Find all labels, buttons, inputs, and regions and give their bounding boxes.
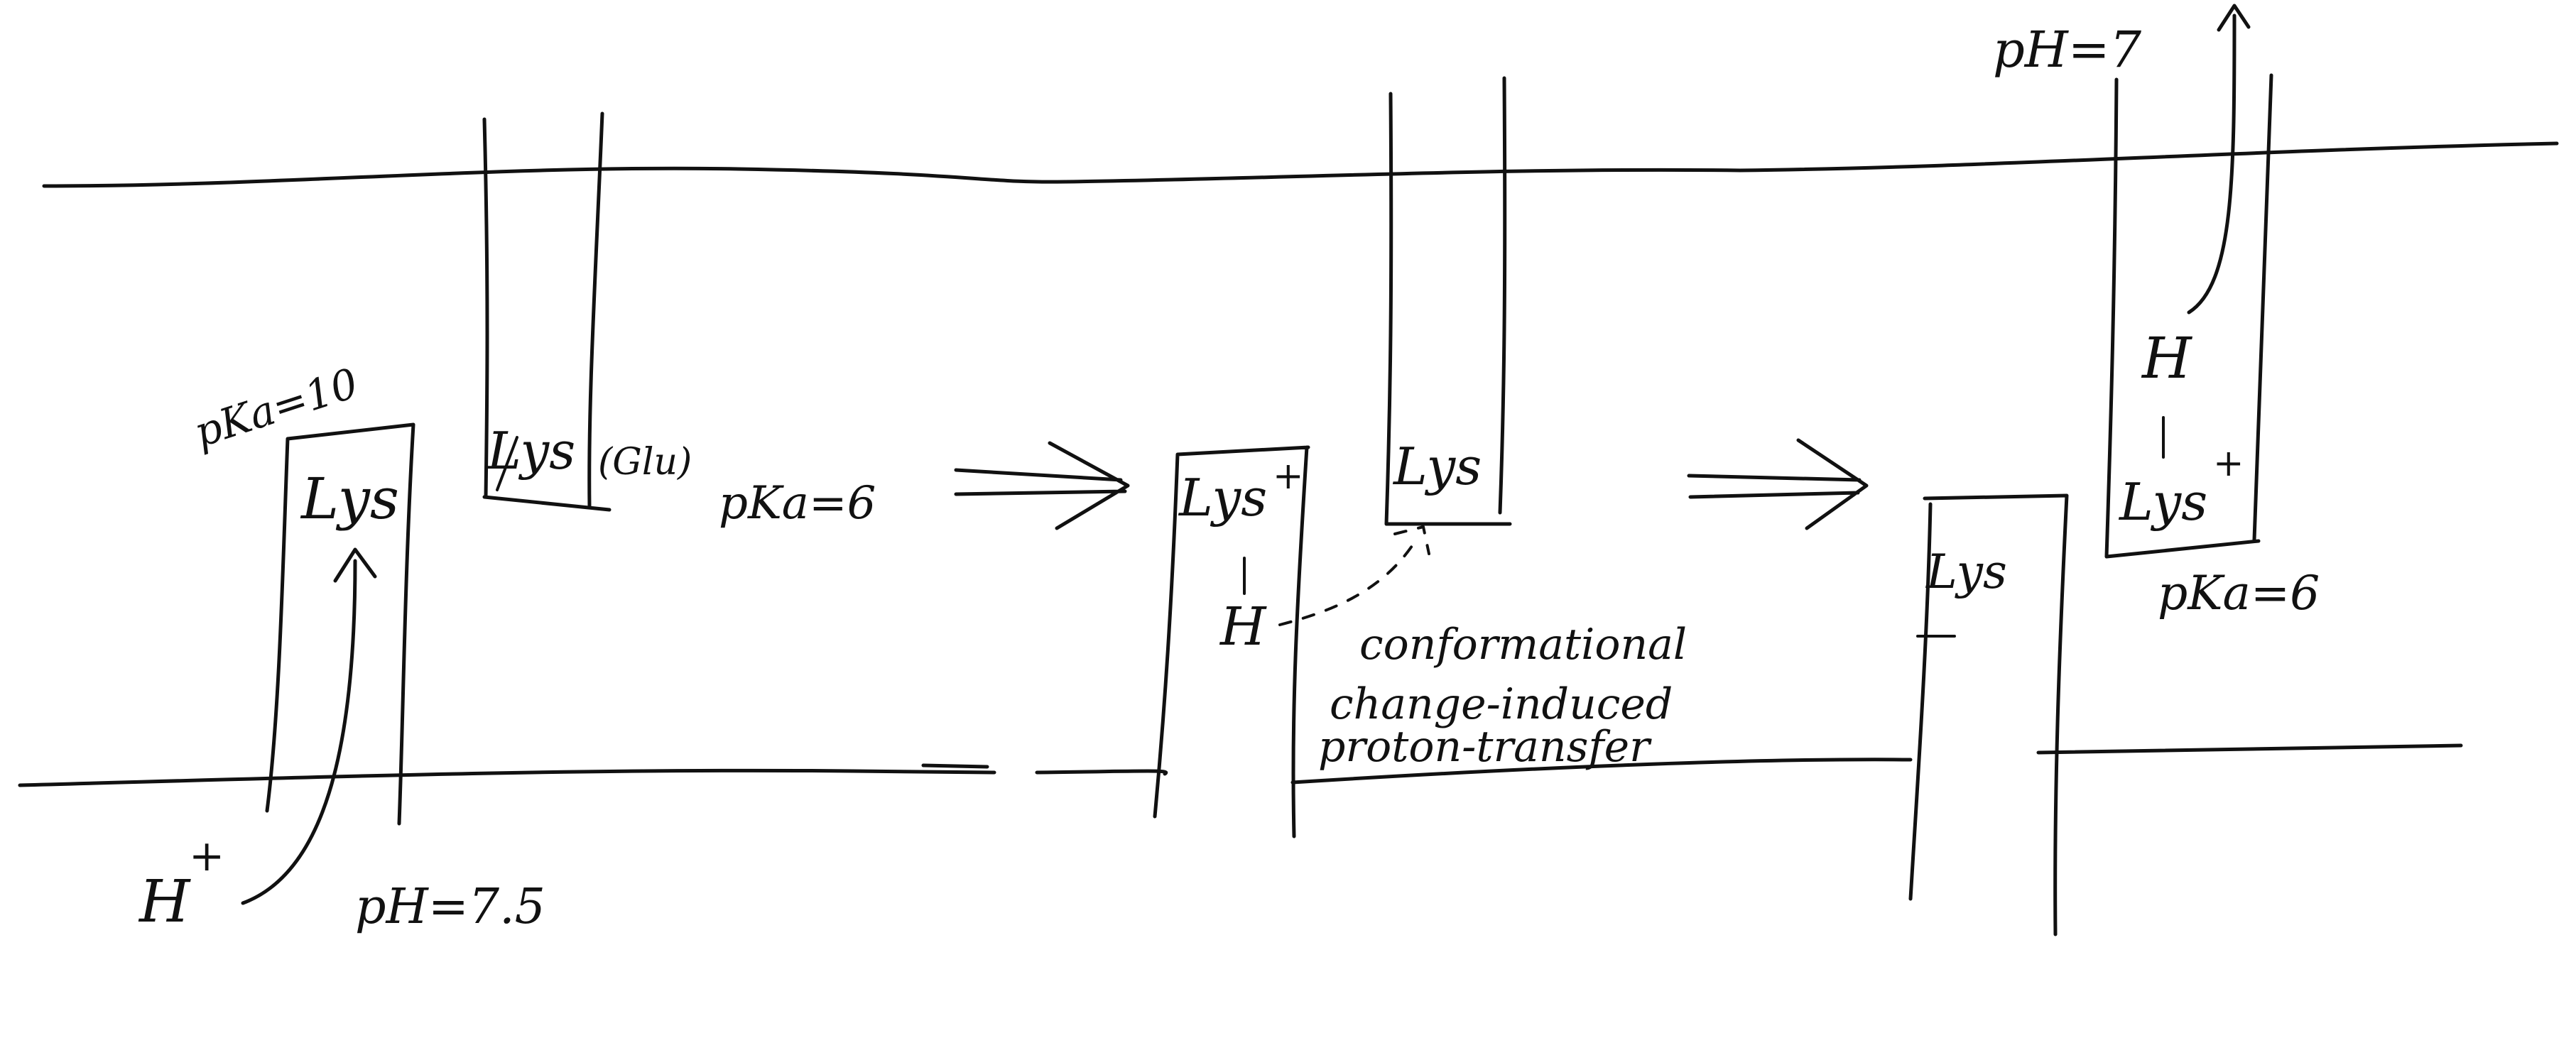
lys-protonated-label: Lys <box>1178 468 1267 528</box>
proton-label-middle: H <box>1219 596 1267 657</box>
lys-charge-right: + <box>2213 442 2244 485</box>
proton-uptake-arrow <box>241 547 377 905</box>
helix-upper-middle <box>1384 76 1512 526</box>
pka-low-label: pKa=10 <box>188 359 364 457</box>
membrane-bottom-line <box>18 743 2463 787</box>
helix-upper-right <box>2104 73 2273 559</box>
lys-upper-middle-label: Lys <box>1392 437 1482 496</box>
transition-arrow-1 <box>954 441 1130 530</box>
proton-release-arrow <box>2187 4 2251 315</box>
proton-label-right: H <box>2141 325 2193 391</box>
helix-lower-left <box>265 422 415 826</box>
lys-bond-stroke <box>496 436 518 491</box>
annotation-line-3: proton-transfer <box>1318 722 1652 772</box>
annotation-line-2: change-induced <box>1330 679 1673 729</box>
proton-label: H <box>138 868 191 936</box>
ph-inside-label: pH=7 <box>1993 21 2142 79</box>
helix-lower-middle <box>1153 445 1310 838</box>
annotation-line-1: conformational <box>1359 620 1687 670</box>
helix-lower-right <box>1908 493 2069 936</box>
ph-outside-label: pH=7.5 <box>355 879 545 935</box>
lys-lower-label: Lys <box>300 466 399 532</box>
lys-charge: + <box>1273 455 1304 498</box>
pka-high-label: pKa=6 <box>719 477 876 530</box>
proton-transfer-path <box>1278 525 1430 626</box>
transition-arrow-2 <box>1687 438 1869 530</box>
pka-right-label: pKa=6 <box>2158 566 2320 621</box>
lys-lower-right-label: Lys <box>1925 545 2007 599</box>
lys-upper-label: Lys <box>486 421 575 481</box>
proton-charge: + <box>189 831 224 881</box>
helix-upper-left <box>482 111 612 512</box>
glu-label: (Glu) <box>598 441 692 484</box>
membrane-top-line <box>42 141 2559 188</box>
lys-protonated-right-label: Lys <box>2118 472 2207 532</box>
